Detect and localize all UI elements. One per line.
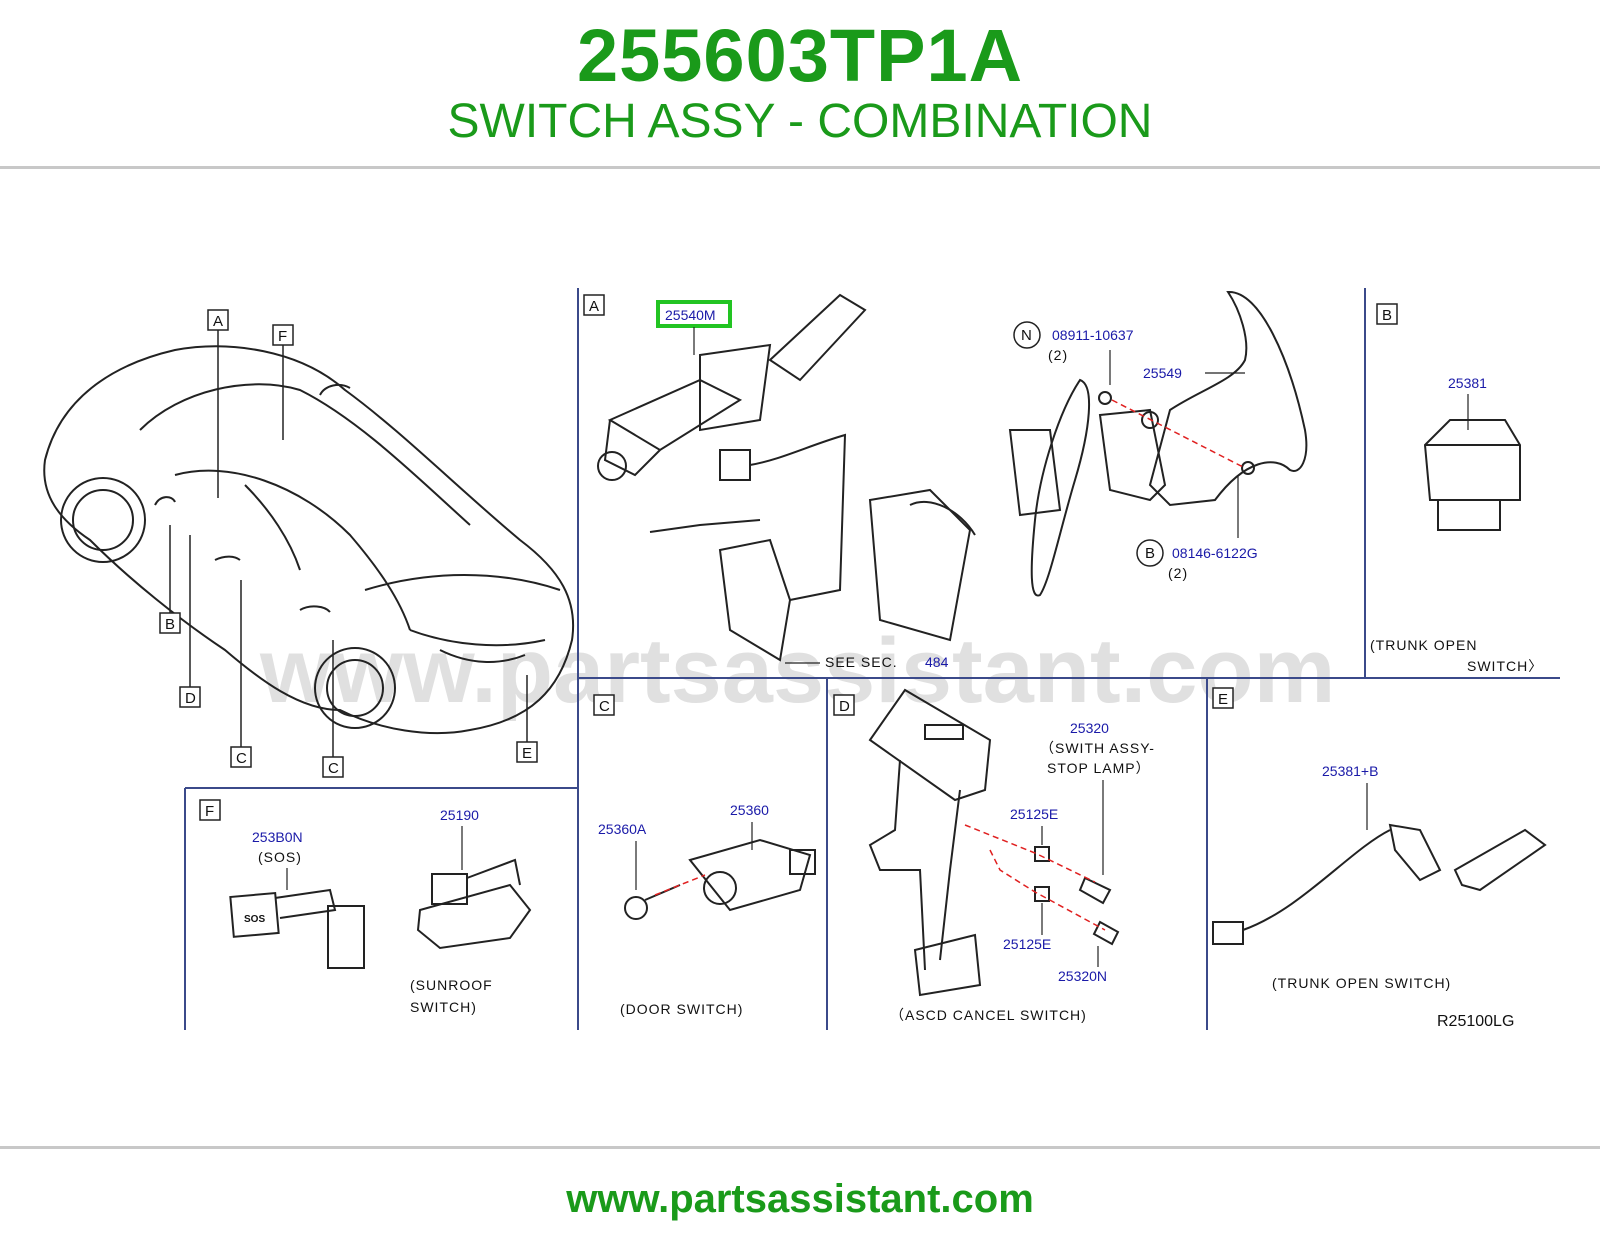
combination-switch-drawing [597, 293, 976, 662]
footer-url[interactable]: www.partsassistant.com [566, 1177, 1034, 1221]
section-f-letter: F [205, 803, 214, 820]
car-callout-c1: C [236, 750, 247, 767]
car-callout-a: A [213, 313, 223, 330]
door-switch-drawing [624, 838, 816, 920]
sunroof-switch-drawing [416, 858, 532, 950]
section-a: A 25540M SEE SEC. 484 [583, 290, 1308, 670]
panel-borders [184, 288, 1560, 1030]
drawing-code: R25100LG [1437, 1013, 1514, 1030]
part-25381b-label[interactable]: 25381+B [1322, 763, 1378, 779]
car-callout-d: D [185, 690, 196, 707]
stop-lamp-switch-drawing [1034, 846, 1120, 946]
parts-diagram: www.partsassistant.com A F [43, 288, 1560, 1030]
part-25320-label[interactable]: 25320 [1070, 720, 1109, 736]
part-25540m-label[interactable]: 25540M [665, 307, 716, 323]
part-08146-label[interactable]: 08146-6122G [1172, 545, 1258, 561]
car-callout-c2: C [328, 760, 339, 777]
highlight-box [656, 300, 732, 328]
watermark-text: www.partsassistant.com [259, 620, 1335, 722]
section-c: C 25360A 25360 (DOOR SWITCH) [593, 694, 816, 1017]
pedal-drawing [868, 688, 992, 997]
part-25360-label[interactable]: 25360 [730, 802, 769, 818]
car-callout-e: E [522, 745, 532, 762]
footer-divider [0, 1146, 1600, 1149]
section-c-caption: (DOOR SWITCH) [620, 1001, 743, 1017]
sunroof-caption-2: SWITCH) [410, 999, 477, 1015]
sunroof-caption-1: (SUNROOF [410, 977, 493, 993]
part-25125e-bottom-label[interactable]: 25125E [1003, 936, 1051, 952]
section-b-caption-1: (TRUNK OPEN [1370, 637, 1477, 653]
section-b-letter: B [1382, 307, 1392, 324]
part-number-title: 255603TP1A [576, 14, 1024, 97]
callout-b: B [1145, 545, 1155, 562]
section-f: F 253B0N (SOS) SOS 25190 (SUNROOF SWITCH… [199, 799, 532, 1015]
paddle-shifter-drawing [1008, 290, 1308, 597]
stop-lamp-sub-1: （SWITH ASSY- [1040, 740, 1155, 756]
trunk-switch-b-drawing [1423, 419, 1521, 531]
sos-button-text: SOS [244, 914, 265, 925]
section-d-caption: （ASCD CANCEL SWITCH) [890, 1007, 1087, 1023]
see-sec-label: SEE SEC. [825, 654, 898, 670]
part-name-subtitle: SWITCH ASSY - COMBINATION [447, 95, 1153, 148]
header-divider [0, 166, 1600, 169]
section-a-letter: A [589, 298, 599, 315]
section-e: E 25381+B (TRUNK OPEN SWITCH) R25100LG [1212, 687, 1547, 1030]
sos-switch-drawing [229, 888, 365, 969]
section-b-caption-2: SWITCH〉 [1467, 658, 1543, 674]
car-callout-f: F [278, 328, 287, 345]
part-25125e-top-label[interactable]: 25125E [1010, 806, 1058, 822]
car-callout-b: B [165, 616, 175, 633]
part-25190-label[interactable]: 25190 [440, 807, 479, 823]
qty-n-label: (2) [1048, 347, 1068, 363]
callout-n: N [1021, 327, 1032, 344]
see-sec-number[interactable]: 484 [925, 654, 949, 670]
vehicle-overview [43, 345, 575, 735]
part-25381-label[interactable]: 25381 [1448, 375, 1487, 391]
part-08911-label[interactable]: 08911-10637 [1052, 327, 1134, 343]
section-e-caption: (TRUNK OPEN SWITCH) [1272, 975, 1451, 991]
stop-lamp-sub-2: STOP LAMP） [1047, 760, 1151, 776]
section-d-letter: D [839, 698, 850, 715]
trunk-switch-e-drawing [1212, 823, 1547, 945]
part-25360a-label[interactable]: 25360A [598, 821, 647, 837]
section-b: B 25381 (TRUNK OPEN SWITCH〉 [1370, 303, 1543, 674]
section-d: D 25320 （SWITH ASSY- STOP LAMP） 25125E 2… [833, 688, 1155, 1023]
vehicle-callouts: A F B D C C E [159, 309, 538, 778]
qty-b-label: (2) [1168, 565, 1188, 581]
part-253b0n-label[interactable]: 253B0N [252, 829, 303, 845]
part-25320n-label[interactable]: 25320N [1058, 968, 1107, 984]
section-e-letter: E [1218, 691, 1228, 708]
part-25549-label[interactable]: 25549 [1143, 365, 1182, 381]
section-c-letter: C [599, 698, 610, 715]
sos-label: (SOS) [258, 849, 302, 865]
